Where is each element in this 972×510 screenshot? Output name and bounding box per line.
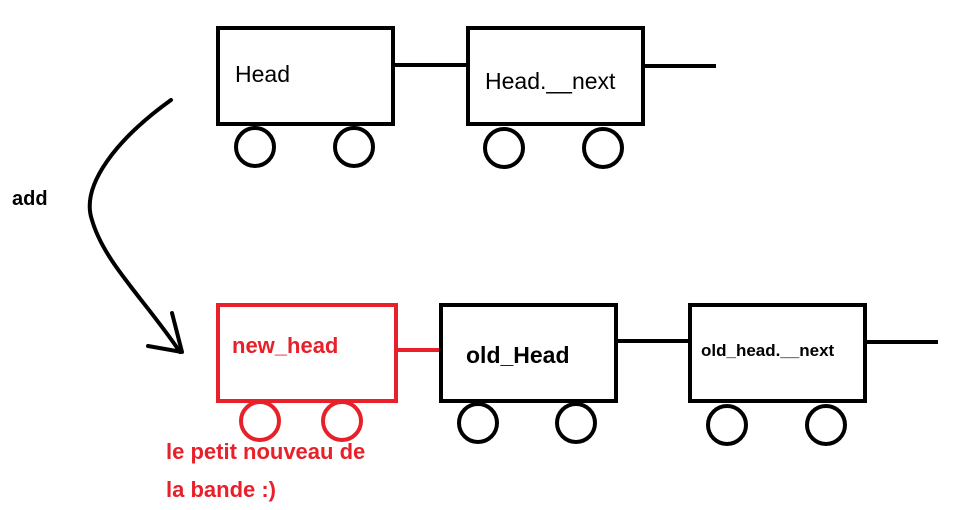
caption-line-1: le petit nouveau de (166, 439, 366, 464)
head-label: Head (235, 61, 290, 87)
add-label: add (12, 188, 48, 210)
top-head-wagon (216, 26, 395, 168)
old-head-wagon (439, 303, 618, 444)
old-head-label: old_Head (466, 342, 570, 368)
top-next-wagon (466, 26, 645, 169)
caption-line-2: la bande :) (166, 477, 277, 502)
old-head-next-label: old_head.__next (701, 341, 835, 360)
add-arrow (87, 98, 184, 354)
head-next-label: Head.__next (485, 68, 616, 94)
old-next-wagon (688, 303, 867, 446)
new-head-label: new_head (232, 333, 339, 358)
new-head-wagon (216, 303, 398, 442)
